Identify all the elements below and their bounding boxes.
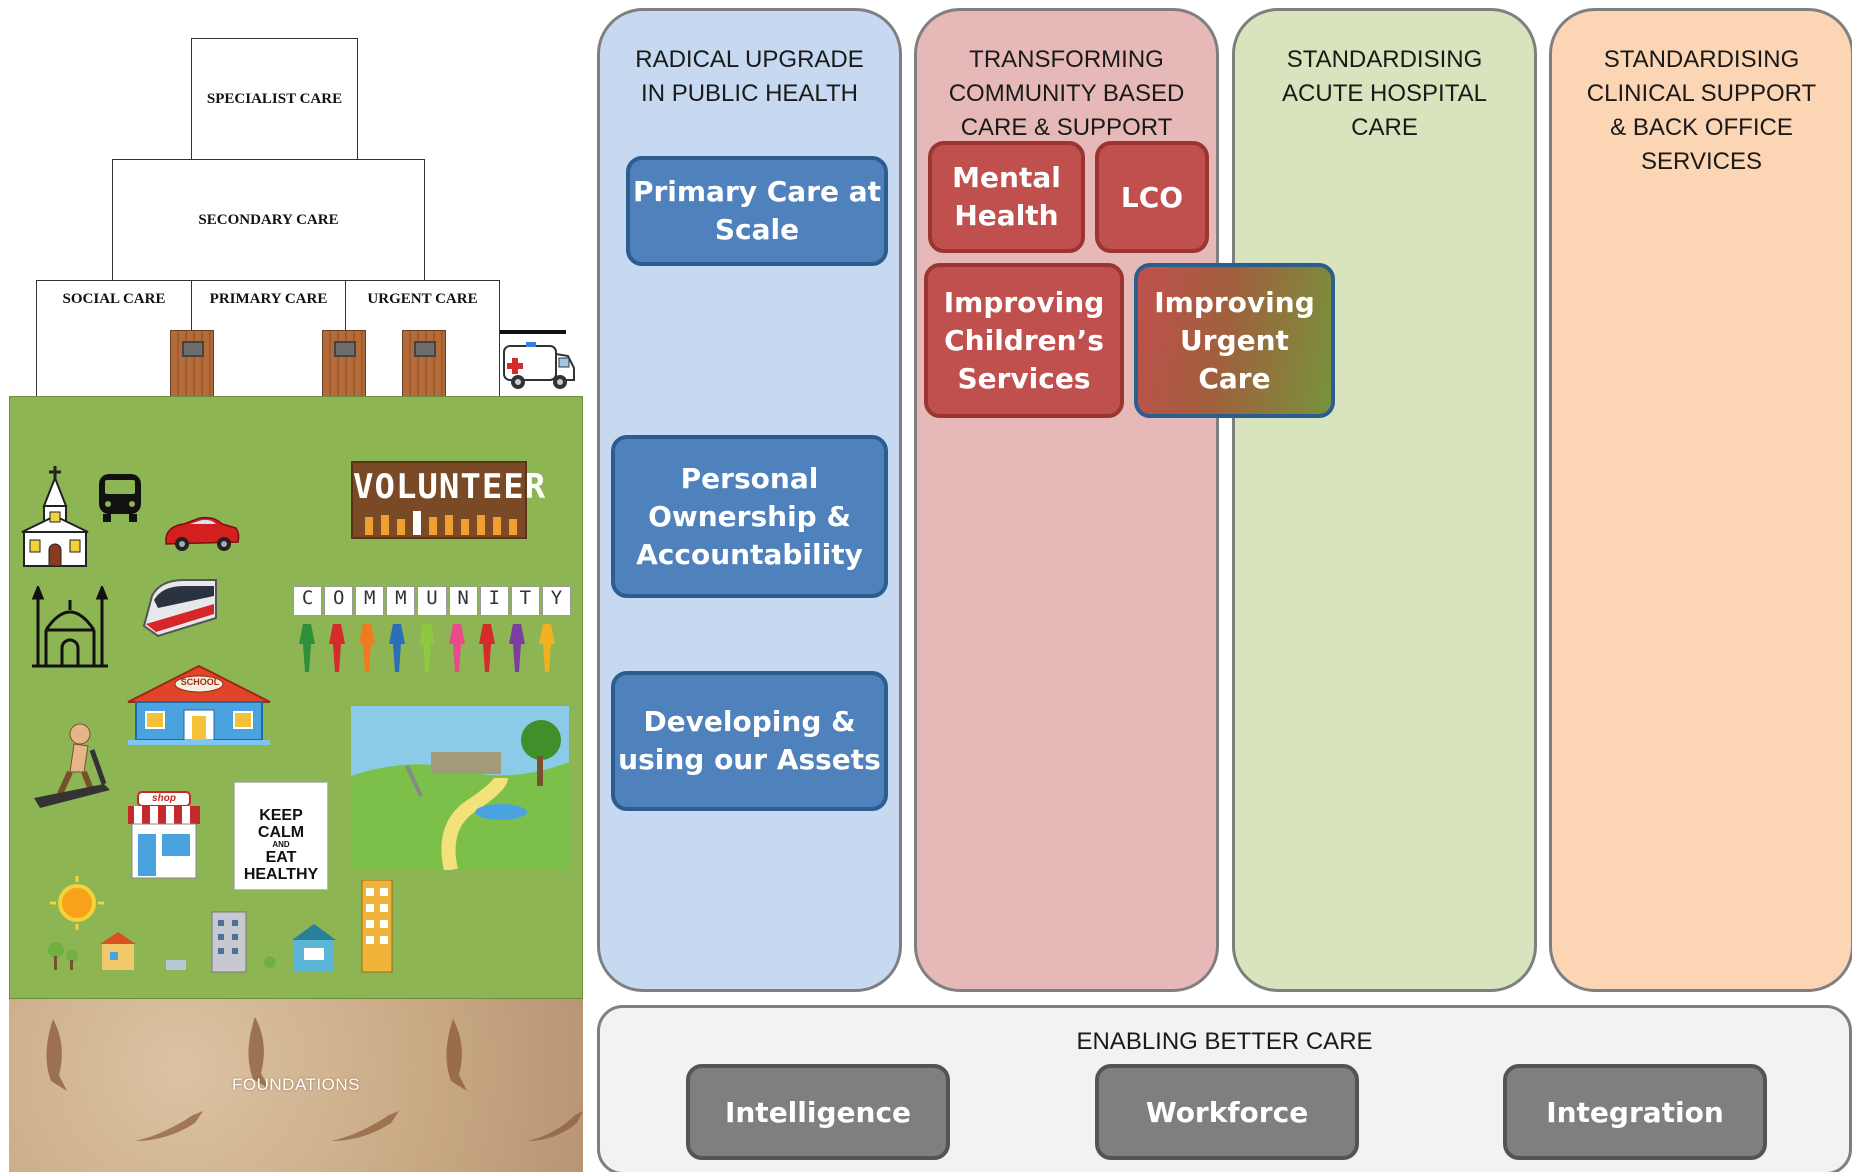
community-letter: I [479,586,509,616]
primary-care-label: PRIMARY CARE [209,291,328,307]
secondary-care-label: SECONDARY CARE [198,211,339,228]
specialist-care-box: SPECIALIST CARE [191,38,358,160]
community-letter: M [355,586,385,616]
keep-calm-line-3: AND [272,840,290,849]
shop-label: shop [152,793,176,804]
keep-calm-line-2: CALM [257,824,305,841]
enabling-title: ENABLING BETTER CARE [1076,1028,1373,1055]
fossil-icon [527,1111,583,1141]
keep-calm-line-4: EAT [265,849,297,866]
houses-icon [44,879,414,985]
community-letter: O [324,586,354,616]
train-icon [138,574,220,645]
school-icon: SCHOOL [124,664,274,751]
mosque-icon [30,583,110,673]
ambulance-icon [500,330,578,394]
developing-assets-box[interactable]: Developing & using our Assets [611,671,888,811]
foundations-area: FOUNDATIONS [9,999,583,1172]
fossil-icon [46,1019,67,1091]
column-title: TRANSFORMING COMMUNITY BASED CARE & SUPP… [948,46,1185,141]
community-letter: N [448,586,478,616]
intelligence-box[interactable]: Intelligence [686,1064,950,1160]
community-letter: C [293,586,323,616]
fossil-icon [248,1017,269,1089]
column-back-office: STANDARDISING CLINICAL SUPPORT & BACK OF… [1549,8,1852,992]
social-care-label: SOCIAL CARE [62,291,166,307]
primary-care-at-scale-box[interactable]: Primary Care at Scale [626,156,888,266]
column-title: STANDARDISING ACUTE HOSPITAL CARE [1282,46,1487,141]
volunteer-icon: VOLUNTEER [351,461,547,539]
urgent-care-label: URGENT CARE [367,291,478,307]
school-label: SCHOOL [180,677,220,687]
foundations-label: FOUNDATIONS [232,1075,360,1094]
secondary-care-box: SECONDARY CARE [112,159,425,281]
church-icon [20,466,90,573]
shop-icon: shop [124,790,204,885]
mental-health-box[interactable]: Mental Health [928,141,1085,253]
improving-childrens-services-box[interactable]: Improving Children’s Services [924,263,1124,418]
community-letter: M [386,586,416,616]
community-letter: Y [541,586,571,616]
primary-care-door [322,330,366,398]
sun-icon [50,876,104,935]
fossil-icon [446,1019,467,1091]
community-letter: T [510,586,540,616]
treadmill-icon [30,720,116,825]
keep-calm-line-5: HEALTHY [243,866,319,883]
integration-box[interactable]: Integration [1503,1064,1767,1160]
social-care-box: SOCIAL CARE [36,280,192,398]
car-icon [162,512,242,559]
fossil-icon [135,1111,203,1141]
community-letter: U [417,586,447,616]
urgent-care-door [402,330,446,398]
column-title: RADICAL UPGRADE IN PUBLIC HEALTH [635,46,864,107]
column-acute-hospital: STANDARDISING ACUTE HOSPITAL CARE [1232,8,1537,992]
park-icon [351,706,569,875]
specialist-care-label: SPECIALIST CARE [206,90,343,107]
fossil-icon [331,1111,399,1141]
social-care-door [170,330,214,398]
improving-urgent-care-box[interactable]: Improving Urgent Care [1134,263,1335,418]
workforce-box[interactable]: Workforce [1095,1064,1359,1160]
column-title: STANDARDISING CLINICAL SUPPORT & BACK OF… [1586,46,1817,175]
keep-calm-line-1: KEEP [259,807,303,824]
community-letters: C O M M U N I T Y [293,586,571,616]
lco-box[interactable]: LCO [1095,141,1209,253]
keep-calm-poster: KEEP CALM AND EAT HEALTHY [234,782,328,890]
personal-ownership-box[interactable]: Personal Ownership & Accountability [611,435,888,598]
volunteer-sign-text: VOLUNTEER [353,467,547,507]
bus-icon [97,472,143,529]
